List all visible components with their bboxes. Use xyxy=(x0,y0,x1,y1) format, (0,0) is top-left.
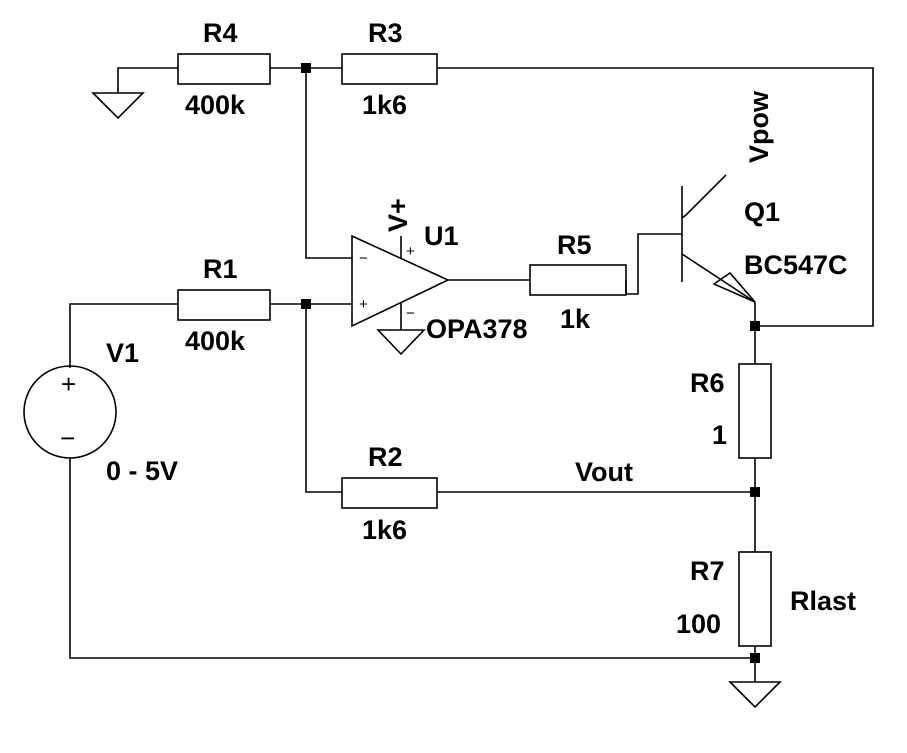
source-plus-sign: + xyxy=(61,369,76,399)
q1-value: BC547C xyxy=(744,250,848,280)
r6-value: 1 xyxy=(712,420,727,450)
resistor-r3: R3 1k6 xyxy=(341,18,438,120)
transistor-collector xyxy=(681,214,687,219)
v1-ref: V1 xyxy=(106,338,139,368)
resistor-r2: R2 1k6 xyxy=(341,442,438,545)
r5-value: 1k xyxy=(560,304,591,334)
junctions xyxy=(301,63,760,663)
wire-v1-r1 xyxy=(69,303,178,368)
junction-dot xyxy=(301,63,311,73)
r7-note: Rlast xyxy=(790,586,856,616)
ground-symbol xyxy=(728,681,782,709)
r3-ref: R3 xyxy=(368,18,403,48)
junction-dot xyxy=(750,321,760,331)
wire-inverting-input xyxy=(305,68,352,259)
u1-ref: U1 xyxy=(424,221,459,251)
r6-ref: R6 xyxy=(690,368,725,398)
ground-symbol xyxy=(91,92,145,120)
ground-symbol xyxy=(376,329,426,356)
u1-supply-label: V+ xyxy=(383,198,413,232)
resistor-body xyxy=(529,264,627,296)
resistor-r7: R7 100 Rlast xyxy=(676,551,856,647)
wire-plus-r2 xyxy=(305,304,342,493)
resistor-r5: R5 1k xyxy=(529,230,627,334)
r5-ref: R5 xyxy=(557,230,592,260)
v1-value: 0 - 5V xyxy=(106,456,178,486)
r1-ref: R1 xyxy=(203,254,238,284)
resistor-r6: R6 1 xyxy=(690,363,772,459)
voltage-source-v1: + − V1 0 - 5V xyxy=(23,338,178,486)
resistor-body xyxy=(177,289,271,321)
wire-v1-bottom-rail xyxy=(69,458,755,659)
junction-dot xyxy=(301,299,311,309)
r7-ref: R7 xyxy=(690,556,725,586)
resistor-body xyxy=(177,53,271,85)
r3-value: 1k6 xyxy=(362,90,407,120)
r4-value: 400k xyxy=(185,90,246,120)
resistor-body xyxy=(738,551,772,647)
q1-ref: Q1 xyxy=(744,197,780,227)
resistor-r4: R4 400k xyxy=(177,18,271,120)
opamp-vplus-sign: + xyxy=(406,243,415,260)
r7-value: 100 xyxy=(676,609,721,639)
q1-collector-label: Vpow xyxy=(744,90,774,163)
r1-value: 400k xyxy=(185,326,246,356)
r4-ref: R4 xyxy=(203,18,238,48)
emitter-arrow-icon xyxy=(712,271,756,303)
resistor-body xyxy=(341,477,438,509)
wire-collector-vpow xyxy=(685,174,727,216)
opamp-inverting-sign: − xyxy=(359,250,368,267)
resistor-body xyxy=(341,53,438,85)
source-body xyxy=(23,365,117,459)
junction-dot xyxy=(750,487,760,497)
junction-dot xyxy=(750,653,760,663)
wire-r3-feedback-rail xyxy=(437,67,874,327)
wires xyxy=(69,67,874,682)
opamp-u1: − + + − V+ U1 OPA378 xyxy=(351,198,528,344)
transistor-q1: Vpow Q1 BC547C xyxy=(681,90,848,303)
net-label-vout: Vout xyxy=(575,457,633,487)
resistor-body xyxy=(738,363,772,459)
r2-ref: R2 xyxy=(368,442,403,472)
u1-value: OPA378 xyxy=(426,314,528,344)
resistor-r1: R1 400k xyxy=(177,254,271,356)
transistor-emitter xyxy=(681,253,756,303)
opamp-body xyxy=(351,234,450,328)
opamp-vminus-sign: − xyxy=(406,305,415,322)
wire-r4-ground xyxy=(117,67,178,93)
grounds xyxy=(91,92,782,709)
r2-value: 1k6 xyxy=(362,515,407,545)
wire-r5-base xyxy=(625,233,682,295)
opamp-noninverting-sign: + xyxy=(359,296,368,313)
source-minus-sign: − xyxy=(60,423,75,453)
